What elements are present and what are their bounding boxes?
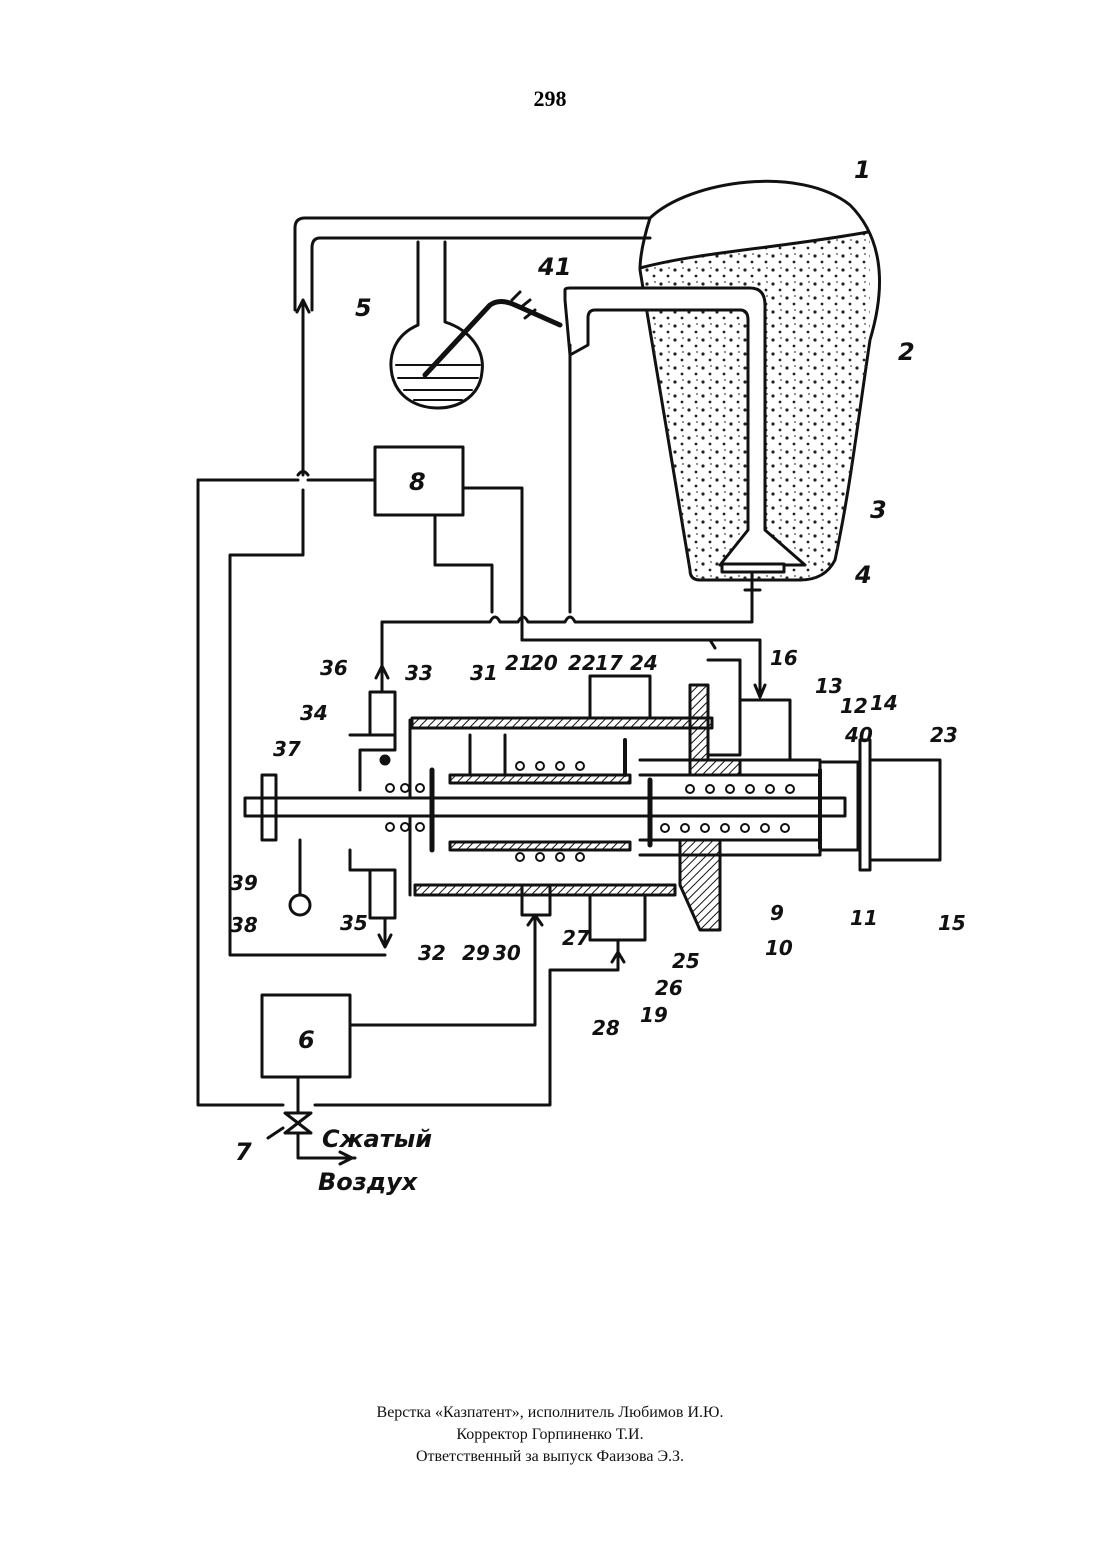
label-28: 28 bbox=[592, 1016, 620, 1040]
label-34: 34 bbox=[300, 701, 328, 725]
label-11: 11 bbox=[850, 906, 878, 930]
label-19: 19 bbox=[640, 1003, 668, 1027]
flask bbox=[391, 242, 560, 408]
label-10: 10 bbox=[765, 936, 793, 960]
label-39: 39 bbox=[230, 871, 258, 895]
block-8-label: 8 bbox=[409, 468, 426, 496]
label-13: 13 bbox=[815, 674, 843, 698]
footer: Верстка «Казпатент», исполнитель Любимов… bbox=[0, 1402, 1100, 1468]
block-6-label: 6 bbox=[298, 1026, 315, 1054]
label-4: 4 bbox=[854, 561, 872, 589]
label-26: 26 bbox=[655, 976, 683, 1000]
label-5: 5 bbox=[355, 294, 372, 322]
label-37: 37 bbox=[273, 737, 301, 761]
label-33: 33 bbox=[405, 661, 433, 685]
label-21: 21 bbox=[505, 651, 533, 675]
label-36: 36 bbox=[320, 656, 348, 680]
footer-line-layout: Верстка «Казпатент», исполнитель Любимов… bbox=[0, 1402, 1100, 1424]
label-14: 14 bbox=[870, 691, 898, 715]
label-16: 16 bbox=[770, 646, 798, 670]
label-35: 35 bbox=[340, 911, 368, 935]
label-12: 12 bbox=[840, 694, 868, 718]
label-23: 23 bbox=[930, 723, 958, 747]
compressed-air-label: Сжатый bbox=[322, 1125, 432, 1153]
label-3: 3 bbox=[870, 496, 887, 524]
label-22: 22 bbox=[568, 651, 596, 675]
label-25: 25 bbox=[672, 949, 700, 973]
label-7: 7 bbox=[235, 1138, 252, 1166]
label-31: 31 bbox=[470, 661, 498, 685]
air-label: Воздух bbox=[318, 1168, 419, 1196]
label-41: 41 bbox=[537, 253, 571, 281]
footer-line-corrector: Корректор Горпиненко Т.И. bbox=[0, 1424, 1100, 1446]
label-9: 9 bbox=[770, 901, 784, 925]
label-32: 32 bbox=[418, 941, 446, 965]
label-15: 15 bbox=[938, 911, 966, 935]
footer-line-responsible: Ответственный за выпуск Фаизова Э.З. bbox=[0, 1446, 1100, 1468]
label-29: 29 bbox=[462, 941, 490, 965]
label-24: 24 bbox=[630, 651, 658, 675]
label-30: 30 bbox=[493, 941, 521, 965]
label-38: 38 bbox=[230, 913, 258, 937]
label-17: 17 bbox=[595, 651, 623, 675]
label-40: 40 bbox=[844, 723, 873, 747]
label-1: 1 bbox=[854, 156, 871, 184]
label-27: 27 bbox=[562, 926, 590, 950]
label-20: 20 bbox=[530, 651, 558, 675]
label-2: 2 bbox=[898, 338, 915, 366]
